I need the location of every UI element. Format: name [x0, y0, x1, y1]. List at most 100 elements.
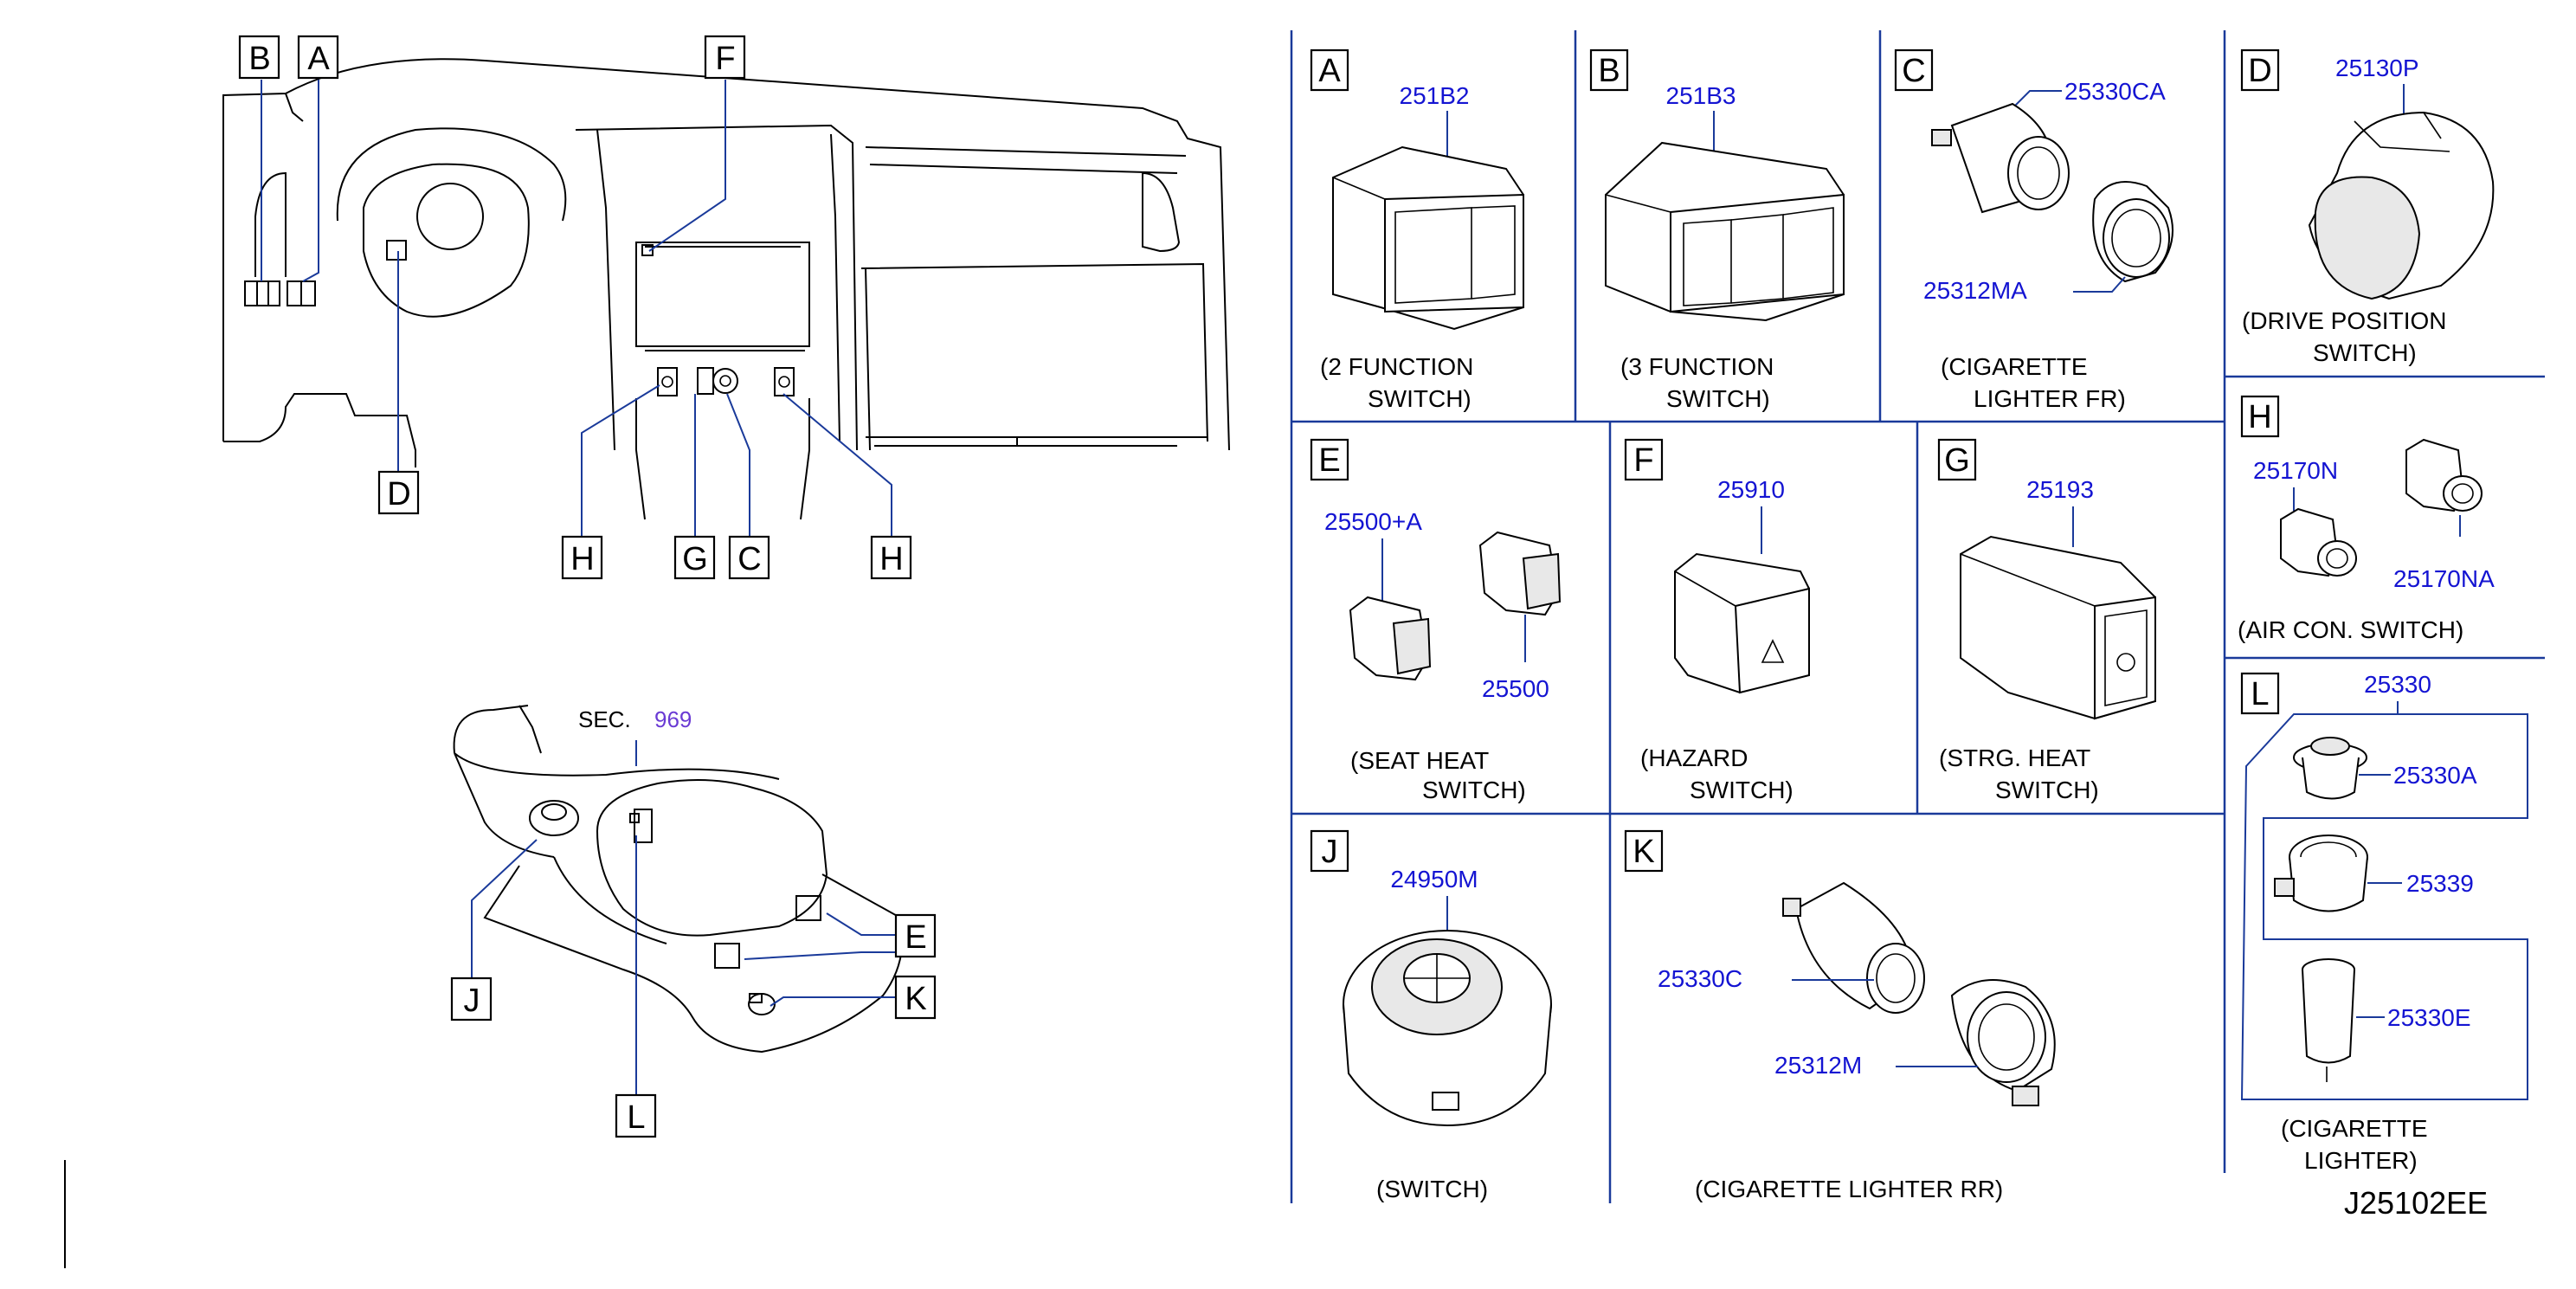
part-number: 25500+A: [1324, 508, 1422, 535]
svg-text:K: K: [905, 981, 926, 1017]
callout-f: F: [704, 35, 746, 80]
part-number: 25910: [1717, 476, 1785, 503]
svg-text:D: D: [2248, 53, 2271, 89]
air-con-switch-left: [2280, 507, 2357, 577]
svg-text:A: A: [307, 41, 330, 77]
part-number: 25330: [2364, 671, 2431, 698]
svg-text:LIGHTER FR): LIGHTER FR): [1974, 385, 2126, 412]
lighter-socket-front: [1931, 102, 2070, 214]
part-number: 25312M: [1774, 1052, 1862, 1079]
overview-leaders: [261, 80, 892, 537]
svg-text:H: H: [2248, 399, 2271, 435]
part-number: 25330E: [2387, 1004, 2471, 1031]
console-leaders: [471, 740, 896, 1095]
svg-text:J: J: [464, 983, 480, 1019]
lighter-plug-rear: [1950, 979, 2056, 1106]
svg-text:969: 969: [654, 706, 692, 732]
svg-text:C: C: [1902, 53, 1925, 89]
panel-h: H 25170N 25170NA (AIR CON. SWITCH): [2238, 395, 2495, 643]
two-function-switch: [1332, 145, 1524, 331]
callout-b: B: [238, 35, 280, 80]
steering-heat-switch: [1960, 535, 2156, 720]
callout-g: G: [673, 535, 716, 580]
part-number: 25170NA: [2393, 565, 2495, 592]
svg-text:(3 FUNCTION: (3 FUNCTION: [1620, 353, 1774, 380]
rear-switch-dial: [1343, 930, 1552, 1127]
hazard-switch: [1674, 552, 1810, 694]
part-number: 25170N: [2253, 457, 2338, 484]
svg-text:E: E: [905, 919, 926, 956]
part-number: 251B2: [1400, 82, 1470, 109]
callout-k: K: [894, 975, 937, 1020]
lighter-socket: [2302, 958, 2355, 1082]
panel-g: G 25193 (STRG. HEAT SWITCH): [1937, 438, 2156, 803]
svg-text:(CIGARETTE: (CIGARETTE: [2281, 1115, 2428, 1142]
panel-d: D 25130P (DRIVE POSITION SWITCH): [2240, 48, 2495, 366]
panel-a: A 251B2 (2 FUNCTION SWITCH): [1310, 48, 1524, 412]
svg-text:SWITCH): SWITCH): [1666, 385, 1770, 412]
panel-b: B 251B3 (3 FUNCTION SWITCH): [1589, 48, 1845, 412]
svg-text:E: E: [1318, 442, 1340, 479]
part-number: 25312MA: [1923, 277, 2027, 304]
svg-text:G: G: [1944, 442, 1970, 479]
svg-text:H: H: [879, 541, 903, 577]
center-console-overview: [453, 705, 904, 1054]
svg-text:K: K: [1633, 834, 1654, 870]
part-number: 25130P: [2335, 55, 2419, 81]
svg-text:B: B: [1598, 53, 1620, 89]
svg-text:F: F: [1633, 442, 1653, 479]
air-con-switch-right: [2405, 438, 2483, 512]
svg-text:(SWITCH): (SWITCH): [1376, 1176, 1488, 1202]
part-number: 25500: [1482, 675, 1549, 702]
svg-text:H: H: [570, 541, 594, 577]
callout-l: L: [615, 1093, 657, 1138]
callout-a: A: [297, 35, 339, 80]
svg-text:L: L: [2251, 676, 2269, 712]
lighter-socket-rear: [1782, 881, 1925, 1014]
lighter-ring: [2274, 835, 2368, 912]
callout-h-left: H: [561, 535, 603, 580]
part-number: 25330CA: [2064, 78, 2166, 105]
svg-text:SWITCH): SWITCH): [1690, 777, 1794, 803]
console-callouts: E K J L: [450, 913, 937, 1138]
svg-text:LIGHTER): LIGHTER): [2304, 1147, 2418, 1174]
part-number: 24950M: [1390, 866, 1478, 893]
svg-text:J: J: [1322, 834, 1338, 870]
diagram-code: J25102EE: [2344, 1185, 2488, 1221]
svg-text:SEC.: SEC.: [578, 706, 631, 732]
svg-text:SWITCH): SWITCH): [2313, 339, 2417, 366]
panel-k: K 25330C 25312M (CIGARETTE LIGHTER RR): [1624, 829, 2056, 1202]
svg-text:SWITCH): SWITCH): [1995, 777, 2099, 803]
callout-d: D: [377, 470, 420, 515]
part-number: 251B3: [1666, 82, 1736, 109]
panel-c: C 25330CA 25312MA (CIGARETTE LIGHTER FR): [1894, 48, 2174, 412]
svg-text:(DRIVE POSITION: (DRIVE POSITION: [2242, 307, 2446, 334]
svg-text:(SEAT HEAT: (SEAT HEAT: [1350, 747, 1489, 774]
panel-l: L 25330 25330A 25339 25330E (CIGARETTE L…: [2240, 671, 2528, 1174]
svg-text:D: D: [387, 476, 410, 512]
svg-text:C: C: [737, 541, 761, 577]
lighter-knob: [2293, 737, 2367, 800]
svg-text:(AIR CON. SWITCH): (AIR CON. SWITCH): [2238, 616, 2463, 643]
part-number: 25339: [2406, 870, 2474, 897]
svg-text:SWITCH): SWITCH): [1422, 777, 1526, 803]
svg-text:(CIGARETTE LIGHTER RR): (CIGARETTE LIGHTER RR): [1695, 1176, 2003, 1202]
console-sec-ref: SEC. 969: [578, 706, 692, 732]
svg-text:A: A: [1318, 53, 1341, 89]
seat-heat-switch-front: [1349, 596, 1432, 681]
callout-j: J: [450, 976, 493, 1022]
svg-text:(HAZARD: (HAZARD: [1640, 744, 1748, 771]
seat-heat-switch-rear: [1478, 531, 1562, 616]
part-number: 25330A: [2393, 762, 2477, 789]
panel-f: F 25910 (HAZARD SWITCH): [1624, 438, 1810, 803]
svg-text:SWITCH): SWITCH): [1368, 385, 1472, 412]
svg-text:F: F: [715, 41, 735, 77]
callout-e: E: [894, 913, 937, 958]
svg-text:(CIGARETTE: (CIGARETTE: [1941, 353, 2088, 380]
overview-callouts: B A F D H G C H: [238, 35, 912, 580]
panel-e: E 25500+A 25500 (SEAT HEAT SWITCH): [1310, 438, 1562, 803]
callout-h-right: H: [870, 535, 912, 580]
svg-text:(STRG. HEAT: (STRG. HEAT: [1939, 744, 2090, 771]
panel-j: J 24950M (SWITCH): [1310, 829, 1552, 1202]
